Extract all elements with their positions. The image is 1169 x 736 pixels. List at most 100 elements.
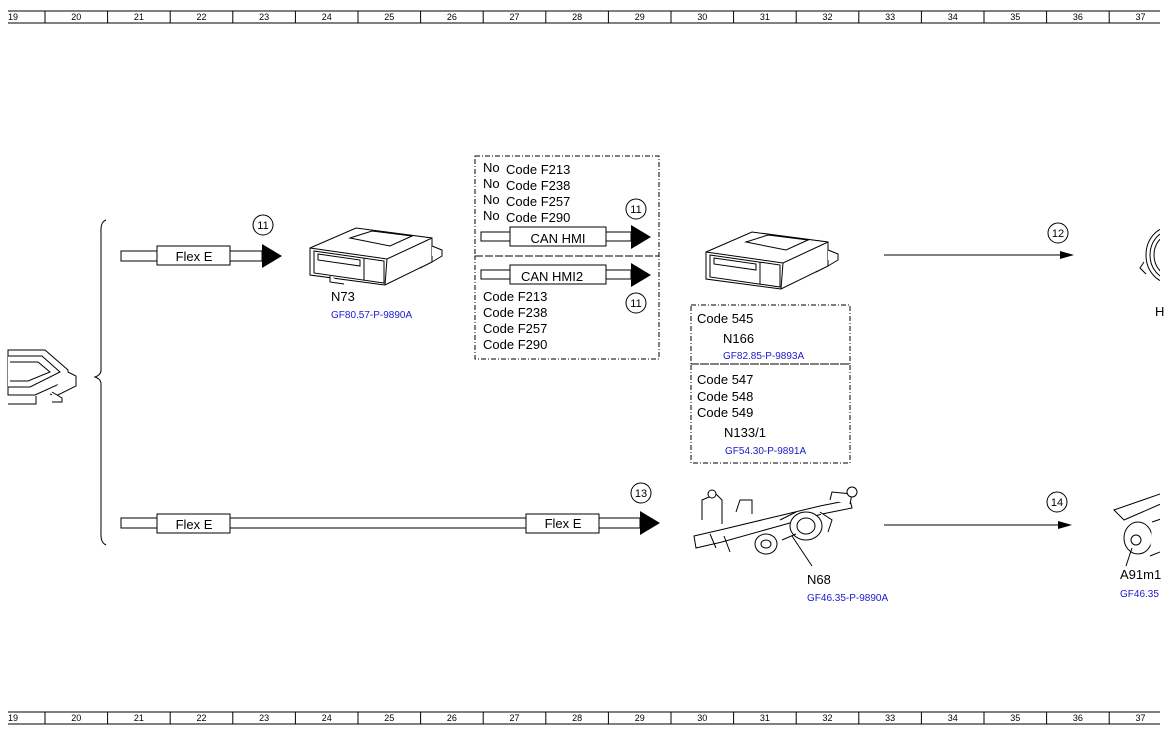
ruler-number: 24 [322,12,332,22]
ruler-number: 19 [8,713,18,723]
code-item: Code 548 [697,389,753,404]
with-code-list: Code F213 Code F238 Code F257 Code F290 [483,289,547,352]
ruler-number: 27 [509,12,519,22]
ruler-number: 37 [1135,713,1145,723]
flex-e-label-top: Flex E [176,249,213,264]
right-component-label-partial: H [1155,304,1164,319]
ruler-number: 25 [384,12,394,22]
no-code-list: No Code F213 No Code F238 No Code F257 N… [483,160,570,225]
n133-label: N133/1 [724,425,766,440]
ruler-number: 28 [572,713,582,723]
svg-text:12: 12 [1052,228,1064,240]
ruler-number: 27 [509,713,519,723]
n73-control-unit [309,227,443,286]
right-component-partial [1139,228,1160,282]
ruler-number: 26 [447,12,457,22]
flex-e-label-bottom-right: Flex E [545,516,582,531]
n68-steering-rack [693,486,858,555]
ruler-number: 29 [635,713,645,723]
ruler-number: 28 [572,12,582,22]
bus-brace [93,219,107,546]
code-547-549-box [690,363,851,464]
ruler-number: 36 [1073,12,1083,22]
code-item: Code F238 [506,178,570,193]
connection-arrow-12: 12 [884,222,1074,259]
code-545-box [690,304,851,365]
flex-e-label-bottom-left: Flex E [176,517,213,532]
ruler-number: 31 [760,713,770,723]
ruler-number: 37 [1135,12,1145,22]
connection-arrow-14: 14 [884,491,1072,529]
marker-11-can-hmi2: 11 [625,292,647,314]
n73-label: N73 [331,289,355,304]
svg-text:14: 14 [1051,497,1063,509]
ruler-number: 32 [822,12,832,22]
code-item: Code F257 [506,194,570,209]
ruler-number: 36 [1073,713,1083,723]
ruler-number: 23 [259,12,269,22]
n68-label: N68 [807,572,831,587]
n133-reference-link[interactable]: GF54.30-P-9891A [725,446,806,457]
ruler-number: 22 [196,713,206,723]
code-item: Code 549 [697,405,753,420]
flex-e-bus-bottom: Flex E Flex E [120,511,660,535]
flex-e-bus-top: Flex E [120,244,282,268]
ruler-number: 35 [1010,12,1020,22]
ruler-number: 30 [697,713,707,723]
code-item: Code F213 [483,289,547,304]
svg-text:11: 11 [630,204,641,216]
svg-text:11: 11 [630,298,641,310]
ruler-number: 35 [1010,713,1020,723]
can-hmi-variant-box [474,155,660,257]
no-prefix-2: No [483,176,500,191]
a91m1-label: A91m1 [1120,567,1161,582]
svg-text:11: 11 [257,220,268,232]
ruler-number: 21 [134,713,144,723]
a91m1-reference-link[interactable]: GF46.35 [1120,589,1159,600]
code-545-label: Code 545 [697,311,753,326]
ruler-number: 24 [322,713,332,723]
can-hmi-label: CAN HMI [531,231,586,246]
a91m1-component-partial [1113,493,1160,567]
n166-reference-link[interactable]: GF82.85-P-9893A [723,351,804,362]
no-prefix-1: No [483,160,500,175]
ruler-number: 29 [635,12,645,22]
marker-11-top: 11 [252,214,274,236]
ruler-number: 34 [948,12,958,22]
ruler-number: 33 [885,713,895,723]
code-item: Code F290 [506,210,570,225]
marker-13: 13 [630,482,652,504]
code-item: Code F213 [506,162,570,177]
ruler-number: 23 [259,713,269,723]
code-item: Code F290 [483,337,547,352]
no-prefix-4: No [483,208,500,223]
can-hmi2-variant-box [474,255,660,360]
ruler-number: 34 [948,713,958,723]
ruler-number: 31 [760,12,770,22]
ruler-number: 20 [71,713,81,723]
no-prefix-3: No [483,192,500,207]
ruler-number: 22 [196,12,206,22]
ruler-number: 21 [134,12,144,22]
n166-label: N166 [723,331,754,346]
ruler-number: 19 [8,12,18,22]
n68-reference-link[interactable]: GF46.35-P-9890A [807,593,888,604]
n73-reference-link[interactable]: GF80.57-P-9890A [331,310,412,321]
can-hmi2-label: CAN HMI2 [521,269,583,284]
code-item: Code F238 [483,305,547,320]
n68-leader-line [791,535,813,567]
code-item: Code F257 [483,321,547,336]
ruler-number: 30 [697,12,707,22]
ruler-number: 20 [71,12,81,22]
can-hmi2-bus: CAN HMI2 [480,263,651,287]
code-547-549-list: Code 547 Code 548 Code 549 [697,372,753,420]
code-item: Code 547 [697,372,753,387]
left-control-unit-partial [7,349,77,405]
marker-11-can-hmi: 11 [625,198,647,220]
ruler-number: 32 [822,713,832,723]
audio-control-unit [705,231,839,290]
